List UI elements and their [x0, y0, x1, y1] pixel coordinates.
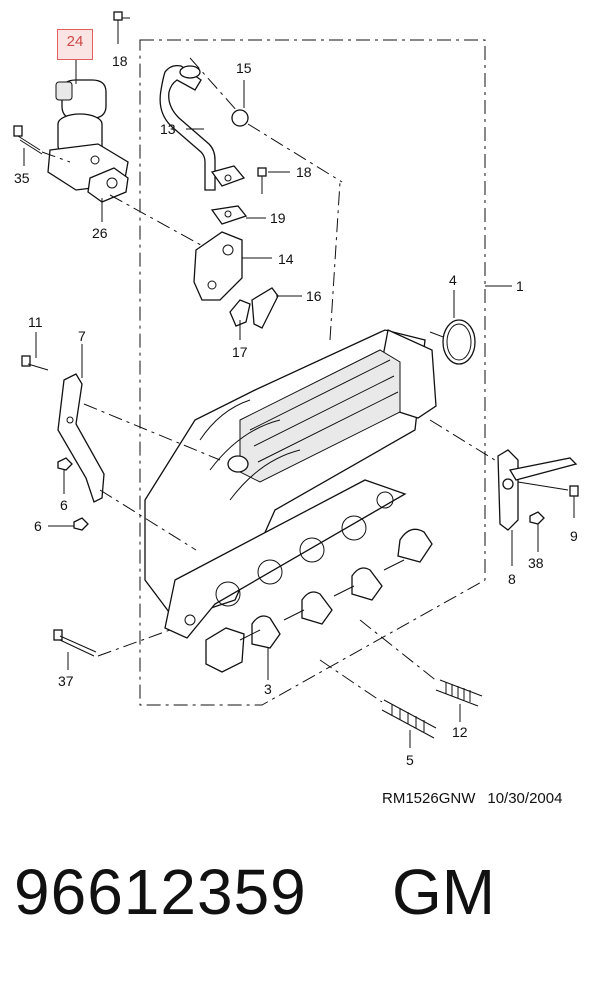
callout-26: 26 — [92, 225, 108, 241]
bolt-18-mid-part — [257, 167, 267, 194]
o-ring-15-part — [231, 109, 249, 127]
callout-37: 37 — [58, 673, 74, 689]
stud-5-dash — [319, 659, 383, 703]
oring-dash-line — [429, 331, 447, 339]
callout-6a: 6 — [60, 497, 68, 513]
egr-gasket-part — [87, 167, 129, 203]
callout-19: 19 — [270, 210, 286, 226]
bracket-7-dash — [83, 403, 221, 461]
highlighted-part-label: 24 — [66, 33, 84, 50]
callout-7: 7 — [78, 328, 86, 344]
stud-12-part — [435, 679, 483, 707]
callout-16: 16 — [306, 288, 322, 304]
callout-11: 11 — [28, 314, 43, 330]
assembly-frame — [139, 39, 486, 706]
bolt-11-part — [21, 355, 49, 371]
intake-manifold-part — [144, 329, 437, 639]
leader-9 — [517, 481, 569, 491]
drawing-date-text: 10/30/2004 — [487, 790, 563, 807]
gasket-17-part — [229, 299, 251, 327]
callout-12: 12 — [452, 724, 468, 740]
callout-18-mid: 18 — [296, 164, 312, 180]
callout-17: 17 — [232, 344, 248, 360]
bolt-35-dash — [41, 151, 71, 163]
manifold-gasket-part — [205, 528, 433, 673]
callout-14: 14 — [278, 251, 294, 267]
stud-12-dash — [359, 619, 439, 683]
pipe-dash-line-2 — [247, 123, 343, 183]
brand-name: GM — [392, 856, 496, 928]
pipe-dash-line — [189, 57, 239, 113]
callout-3: 3 — [264, 681, 272, 697]
o-ring-4-part — [442, 319, 476, 365]
stud-5-part — [381, 699, 437, 739]
bracket-8-dash — [429, 419, 499, 463]
bracket-7-dash-2 — [99, 489, 197, 551]
callout-4: 4 — [449, 272, 457, 288]
bolt-37-part — [53, 629, 97, 657]
nut-6b-part — [73, 517, 89, 531]
nut-6a-part — [57, 457, 73, 471]
callout-5: 5 — [406, 752, 414, 768]
bolt-9-part — [569, 485, 579, 518]
plate-16-part — [251, 287, 279, 329]
egr-flange-part — [193, 231, 243, 301]
callout-15: 15 — [236, 60, 252, 76]
bracket-7-part — [57, 373, 105, 503]
callout-6b: 6 — [34, 518, 42, 534]
part-number: 96612359 — [14, 856, 307, 928]
manifold-dash-line — [329, 181, 341, 341]
bolt-37-dash — [97, 629, 171, 657]
drawing-reference: RM1526GNW 10/30/2004 — [382, 790, 574, 807]
bolt-18-top-part — [113, 11, 123, 44]
drawing-code-text: RM1526GNW — [382, 790, 476, 807]
callout-18-top: 18 — [112, 53, 128, 69]
callout-35: 35 — [14, 170, 30, 186]
callout-13: 13 — [160, 121, 176, 137]
callout-1: 1 — [516, 278, 524, 294]
callout-38: 38 — [528, 555, 544, 571]
egr-pipe-part — [159, 64, 246, 191]
highlighted-part-box — [57, 29, 93, 60]
egr-dash-line — [109, 194, 211, 251]
bolt-35-part — [13, 125, 43, 155]
bracket-8-part — [497, 449, 578, 531]
gasket-19-part — [210, 205, 248, 225]
nut-38-part — [529, 511, 545, 525]
callout-8: 8 — [508, 571, 516, 587]
callout-9: 9 — [570, 528, 578, 544]
